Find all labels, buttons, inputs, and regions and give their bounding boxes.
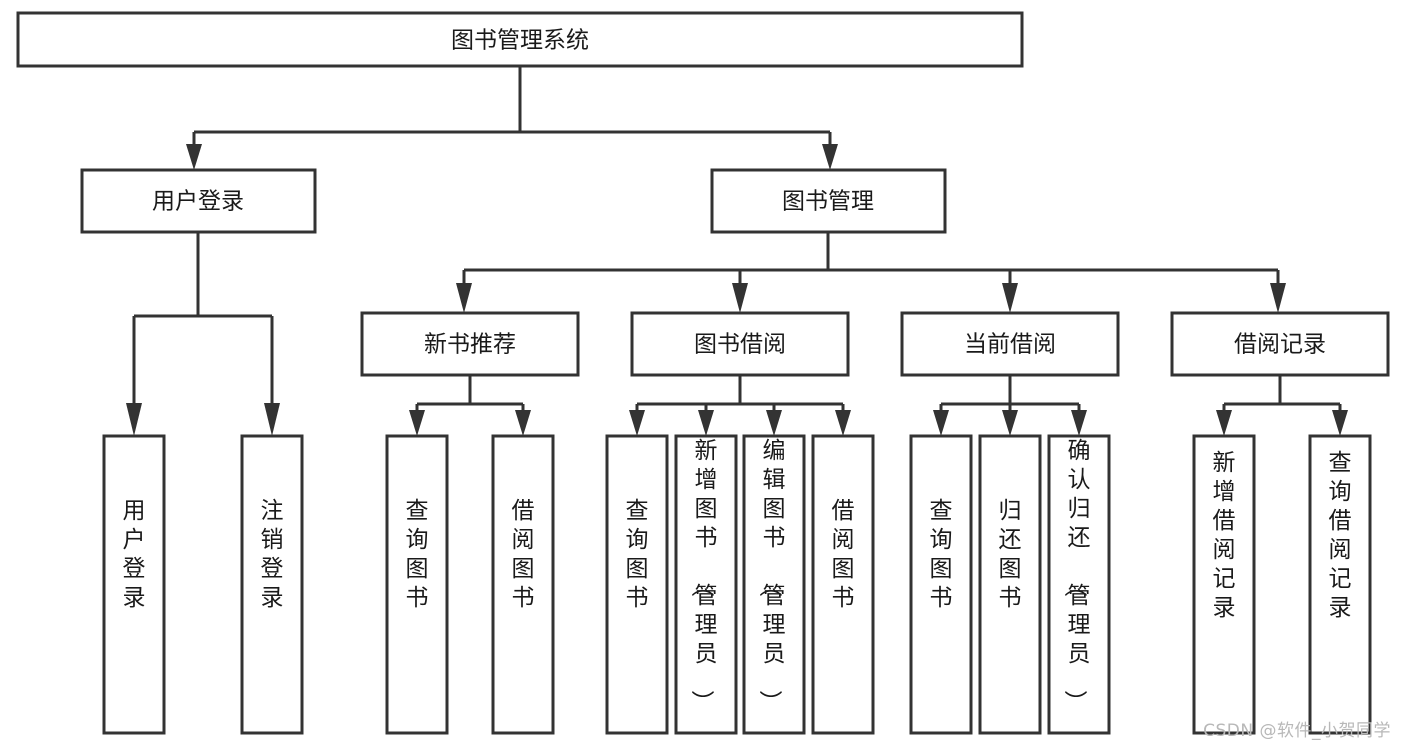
node-book-manage[interactable]: 图书管理: [710, 168, 947, 234]
leaf-book-borrow-1[interactable]: 查询图书: [605, 434, 669, 735]
arrow-leaf-borrow-records-1: [1216, 410, 1232, 436]
leaf-book-borrow-1-box[interactable]: [605, 434, 669, 735]
arrow-leaf-book-borrow-2: [698, 410, 714, 436]
node-book-borrow-label: 图书借阅: [694, 332, 786, 358]
leaf-current-borrow-2-label: 归还图书: [999, 498, 1022, 611]
node-borrow-records-label: 借阅记录: [1234, 332, 1326, 358]
node-borrow-records[interactable]: 借阅记录: [1170, 311, 1390, 377]
arrow-leaf-current-borrow-2: [1002, 410, 1018, 436]
node-root-label: 图书管理系统: [451, 28, 589, 54]
arrow-leaf-current-borrow-1: [933, 410, 949, 436]
node-current-borrow-label: 当前借阅: [964, 332, 1056, 358]
arrow-leaf-book-borrow-4: [835, 410, 851, 436]
arrow-leaf-borrow-records-2: [1332, 410, 1348, 436]
leaf-current-borrow-2-box[interactable]: [978, 434, 1042, 735]
leaf-book-borrow-2-box[interactable]: [674, 434, 738, 735]
arrow-leaf-current-borrow-3: [1071, 410, 1087, 436]
node-current-borrow-box[interactable]: [900, 311, 1120, 377]
arrow-borrow-records: [1270, 283, 1286, 313]
node-root[interactable]: 图书管理系统: [16, 11, 1024, 68]
node-borrow-records-box[interactable]: [1170, 311, 1390, 377]
node-new-book-recommend[interactable]: 新书推荐: [360, 311, 580, 377]
leaf-book-borrow-4[interactable]: 借阅图书: [811, 434, 875, 735]
leaf-current-borrow-1-box[interactable]: [909, 434, 973, 735]
node-user-login-label: 用户登录: [152, 189, 244, 215]
leaf-current-borrow-3-box[interactable]: [1047, 434, 1111, 735]
leaf-user-login-2-label: 注销登录: [261, 498, 284, 611]
leaf-new-book-1[interactable]: 查询图书: [385, 434, 449, 735]
leaf-current-borrow-3-label: 确认归还（管理员）: [1062, 438, 1091, 713]
leaf-new-book-1-box[interactable]: [385, 434, 449, 735]
connector-layer: [126, 66, 1348, 436]
arrow-current-borrow: [1002, 283, 1018, 313]
node-book-borrow-box[interactable]: [630, 311, 850, 377]
leaf-user-login-2[interactable]: 注销登录: [240, 434, 304, 735]
arrow-user-login: [186, 144, 202, 170]
arrow-leaf-user-login-2: [264, 403, 280, 436]
leaf-current-borrow-3[interactable]: 确认归还（管理员）: [1047, 434, 1111, 735]
node-user-login-box[interactable]: [80, 168, 317, 234]
leaf-book-borrow-3-label: 编辑图书（管理员）: [757, 438, 786, 713]
leaf-current-borrow-1[interactable]: 查询图书: [909, 434, 973, 735]
leaf-borrow-records-1[interactable]: 新增借阅记录: [1192, 434, 1256, 735]
arrow-book-borrow: [732, 283, 748, 313]
watermark-text: CSDN @软件_小贺同学: [1203, 721, 1391, 741]
node-book-manage-box[interactable]: [710, 168, 947, 234]
leaf-user-login-1-box[interactable]: [102, 434, 166, 735]
leaf-book-borrow-4-label: 借阅图书: [832, 498, 855, 611]
arrow-leaf-book-borrow-3: [766, 410, 782, 436]
arrow-new-book: [456, 283, 472, 313]
leaf-borrow-records-1-box[interactable]: [1192, 434, 1256, 735]
leaf-book-borrow-4-box[interactable]: [811, 434, 875, 735]
node-book-borrow[interactable]: 图书借阅: [630, 311, 850, 377]
leaf-book-borrow-3[interactable]: 编辑图书（管理员）: [742, 434, 806, 735]
leaf-borrow-records-1-label: 新增借阅记录: [1213, 450, 1236, 621]
leaf-borrow-records-2-box[interactable]: [1308, 434, 1372, 735]
leaf-new-book-2-box[interactable]: [491, 434, 555, 735]
leaf-borrow-records-2-label: 查询借阅记录: [1329, 450, 1352, 621]
node-new-book-recommend-label: 新书推荐: [424, 332, 516, 358]
leaf-book-borrow-2-label: 新增图书（管理员）: [689, 438, 718, 713]
node-root-box[interactable]: [16, 11, 1024, 68]
leaf-user-login-1[interactable]: 用户登录: [102, 434, 166, 735]
node-current-borrow[interactable]: 当前借阅: [900, 311, 1120, 377]
leaf-book-borrow-1-label: 查询图书: [626, 498, 649, 611]
node-book-manage-label: 图书管理: [782, 189, 874, 215]
leaf-borrow-records-2[interactable]: 查询借阅记录: [1308, 434, 1372, 735]
node-user-login[interactable]: 用户登录: [80, 168, 317, 234]
leaf-current-borrow-1-label: 查询图书: [930, 498, 953, 611]
leaf-user-login-1-label: 用户登录: [123, 498, 146, 611]
leaf-new-book-2[interactable]: 借阅图书: [491, 434, 555, 735]
leaf-user-login-2-box[interactable]: [240, 434, 304, 735]
arrow-leaf-user-login-1: [126, 403, 142, 436]
leaf-current-borrow-2[interactable]: 归还图书: [978, 434, 1042, 735]
node-new-book-recommend-box[interactable]: [360, 311, 580, 377]
leaf-new-book-1-label: 查询图书: [406, 498, 429, 611]
arrow-leaf-new-book-2: [515, 410, 531, 436]
leaf-new-book-2-label: 借阅图书: [512, 498, 535, 611]
arrow-book-manage: [822, 144, 838, 170]
leaf-book-borrow-3-box[interactable]: [742, 434, 806, 735]
arrow-leaf-book-borrow-1: [629, 410, 645, 436]
arrow-leaf-new-book-1: [409, 410, 425, 436]
leaf-book-borrow-2[interactable]: 新增图书（管理员）: [674, 434, 738, 735]
